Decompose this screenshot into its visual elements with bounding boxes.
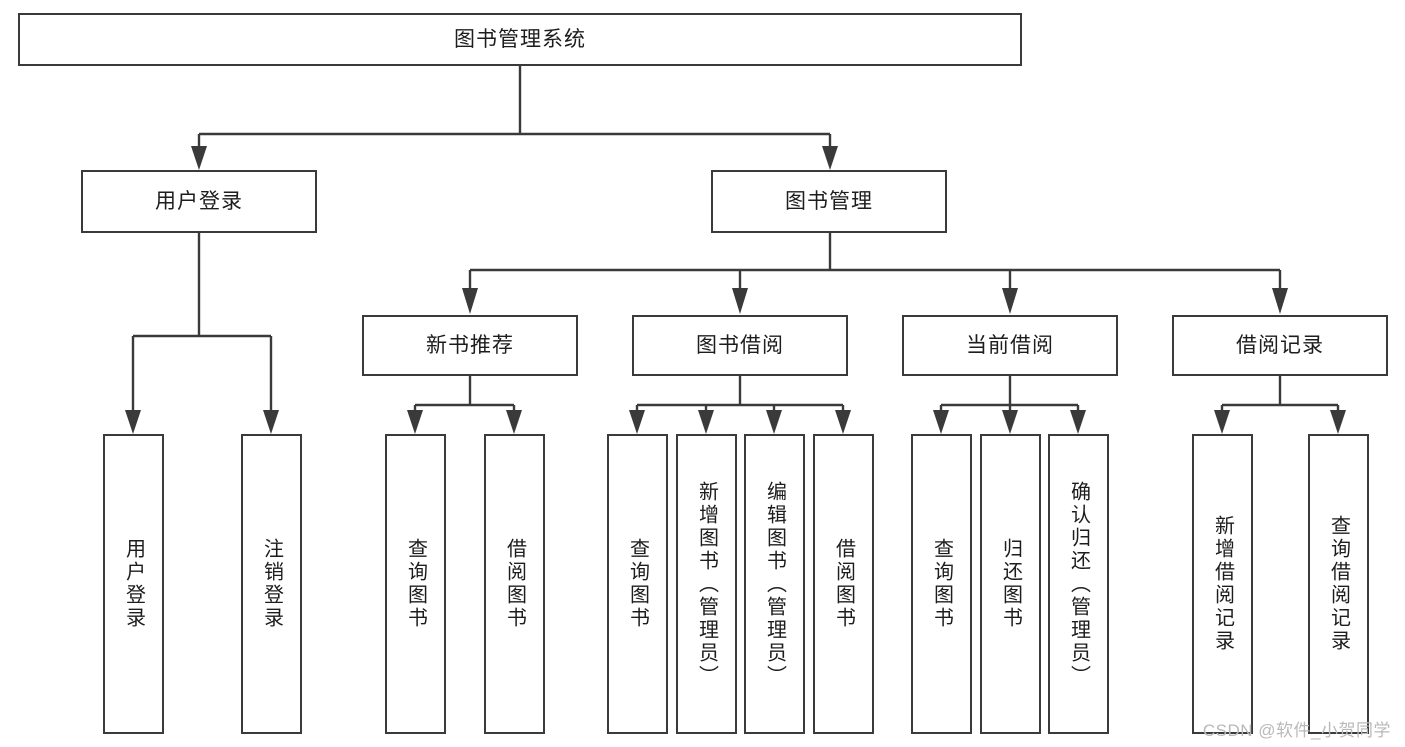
arrowhead-leaf-borrow-book-2 bbox=[835, 410, 851, 434]
node-book-manage[interactable]: 图书管理 bbox=[711, 170, 947, 233]
arrowhead-leaf-confirm-return bbox=[1070, 410, 1086, 434]
arrowhead-book-manage bbox=[822, 146, 838, 170]
arrowhead-leaf-edit-book bbox=[766, 410, 782, 434]
node-leaf-edit-book-label: 编辑图书（管理员） bbox=[763, 480, 786, 688]
node-leaf-query-record[interactable]: 查询借阅记录 bbox=[1308, 434, 1369, 734]
node-leaf-user-login[interactable]: 用户登录 bbox=[103, 434, 164, 734]
node-leaf-query-book-1-label: 查询图书 bbox=[404, 538, 427, 630]
node-leaf-edit-book[interactable]: 编辑图书（管理员） bbox=[744, 434, 805, 734]
node-leaf-query-book-2-label: 查询图书 bbox=[626, 538, 649, 630]
arrowhead-leaf-add-book bbox=[698, 410, 714, 434]
node-leaf-query-book-1[interactable]: 查询图书 bbox=[385, 434, 446, 734]
arrowhead-leaf-add-record bbox=[1214, 410, 1230, 434]
node-leaf-add-book-label: 新增图书（管理员） bbox=[695, 480, 718, 688]
node-leaf-borrow-book-1[interactable]: 借阅图书 bbox=[484, 434, 545, 734]
node-leaf-query-book-2[interactable]: 查询图书 bbox=[607, 434, 668, 734]
arrowhead-leaf-query-record bbox=[1330, 410, 1346, 434]
node-leaf-add-record[interactable]: 新增借阅记录 bbox=[1192, 434, 1253, 734]
node-leaf-borrow-book-1-label: 借阅图书 bbox=[503, 538, 526, 630]
node-leaf-add-record-label: 新增借阅记录 bbox=[1211, 515, 1234, 653]
arrowhead-leaf-query-book-2 bbox=[629, 410, 645, 434]
arrowhead-leaf-borrow-book-1 bbox=[506, 410, 522, 434]
node-leaf-query-record-label: 查询借阅记录 bbox=[1327, 515, 1350, 653]
arrowhead-leaf-return-book bbox=[1002, 410, 1018, 434]
arrowhead-leaf-logout bbox=[263, 410, 279, 434]
arrowhead-leaf-user-login bbox=[125, 410, 141, 434]
watermark-text: CSDN @软件_小贺同学 bbox=[1202, 721, 1391, 740]
node-current-borrow-label: 当前借阅 bbox=[966, 333, 1054, 357]
node-borrow-record[interactable]: 借阅记录 bbox=[1172, 315, 1388, 376]
node-leaf-return-book[interactable]: 归还图书 bbox=[980, 434, 1041, 734]
node-current-borrow[interactable]: 当前借阅 bbox=[902, 315, 1118, 376]
node-book-borrow[interactable]: 图书借阅 bbox=[632, 315, 848, 376]
node-leaf-borrow-book-2[interactable]: 借阅图书 bbox=[813, 434, 874, 734]
node-book-borrow-label: 图书借阅 bbox=[696, 333, 784, 357]
arrowhead-borrow-record bbox=[1272, 288, 1288, 314]
node-new-book-rec-label: 新书推荐 bbox=[426, 333, 514, 357]
arrowhead-book-borrow bbox=[732, 288, 748, 314]
arrowhead-leaf-query-book-3 bbox=[933, 410, 949, 434]
node-borrow-record-label: 借阅记录 bbox=[1236, 333, 1324, 357]
arrowhead-current-borrow bbox=[1002, 288, 1018, 314]
node-leaf-confirm-return[interactable]: 确认归还（管理员） bbox=[1048, 434, 1109, 734]
node-leaf-confirm-return-label: 确认归还（管理员） bbox=[1067, 480, 1090, 688]
node-leaf-return-book-label: 归还图书 bbox=[999, 538, 1022, 630]
node-leaf-logout[interactable]: 注销登录 bbox=[241, 434, 302, 734]
arrowhead-leaf-query-book-1 bbox=[407, 410, 423, 434]
node-root-label: 图书管理系统 bbox=[454, 27, 586, 51]
node-leaf-user-login-label: 用户登录 bbox=[122, 538, 145, 630]
arrowhead-user-login bbox=[191, 146, 207, 170]
node-book-manage-label: 图书管理 bbox=[785, 189, 873, 213]
node-leaf-query-book-3[interactable]: 查询图书 bbox=[911, 434, 972, 734]
node-leaf-logout-label: 注销登录 bbox=[260, 538, 283, 630]
node-root[interactable]: 图书管理系统 bbox=[18, 13, 1022, 66]
node-leaf-add-book[interactable]: 新增图书（管理员） bbox=[676, 434, 737, 734]
node-leaf-query-book-3-label: 查询图书 bbox=[930, 538, 953, 630]
node-user-login-label: 用户登录 bbox=[155, 189, 243, 213]
node-user-login[interactable]: 用户登录 bbox=[81, 170, 317, 233]
node-leaf-borrow-book-2-label: 借阅图书 bbox=[832, 538, 855, 630]
node-new-book-rec[interactable]: 新书推荐 bbox=[362, 315, 578, 376]
arrowhead-new-book-rec bbox=[462, 288, 478, 314]
